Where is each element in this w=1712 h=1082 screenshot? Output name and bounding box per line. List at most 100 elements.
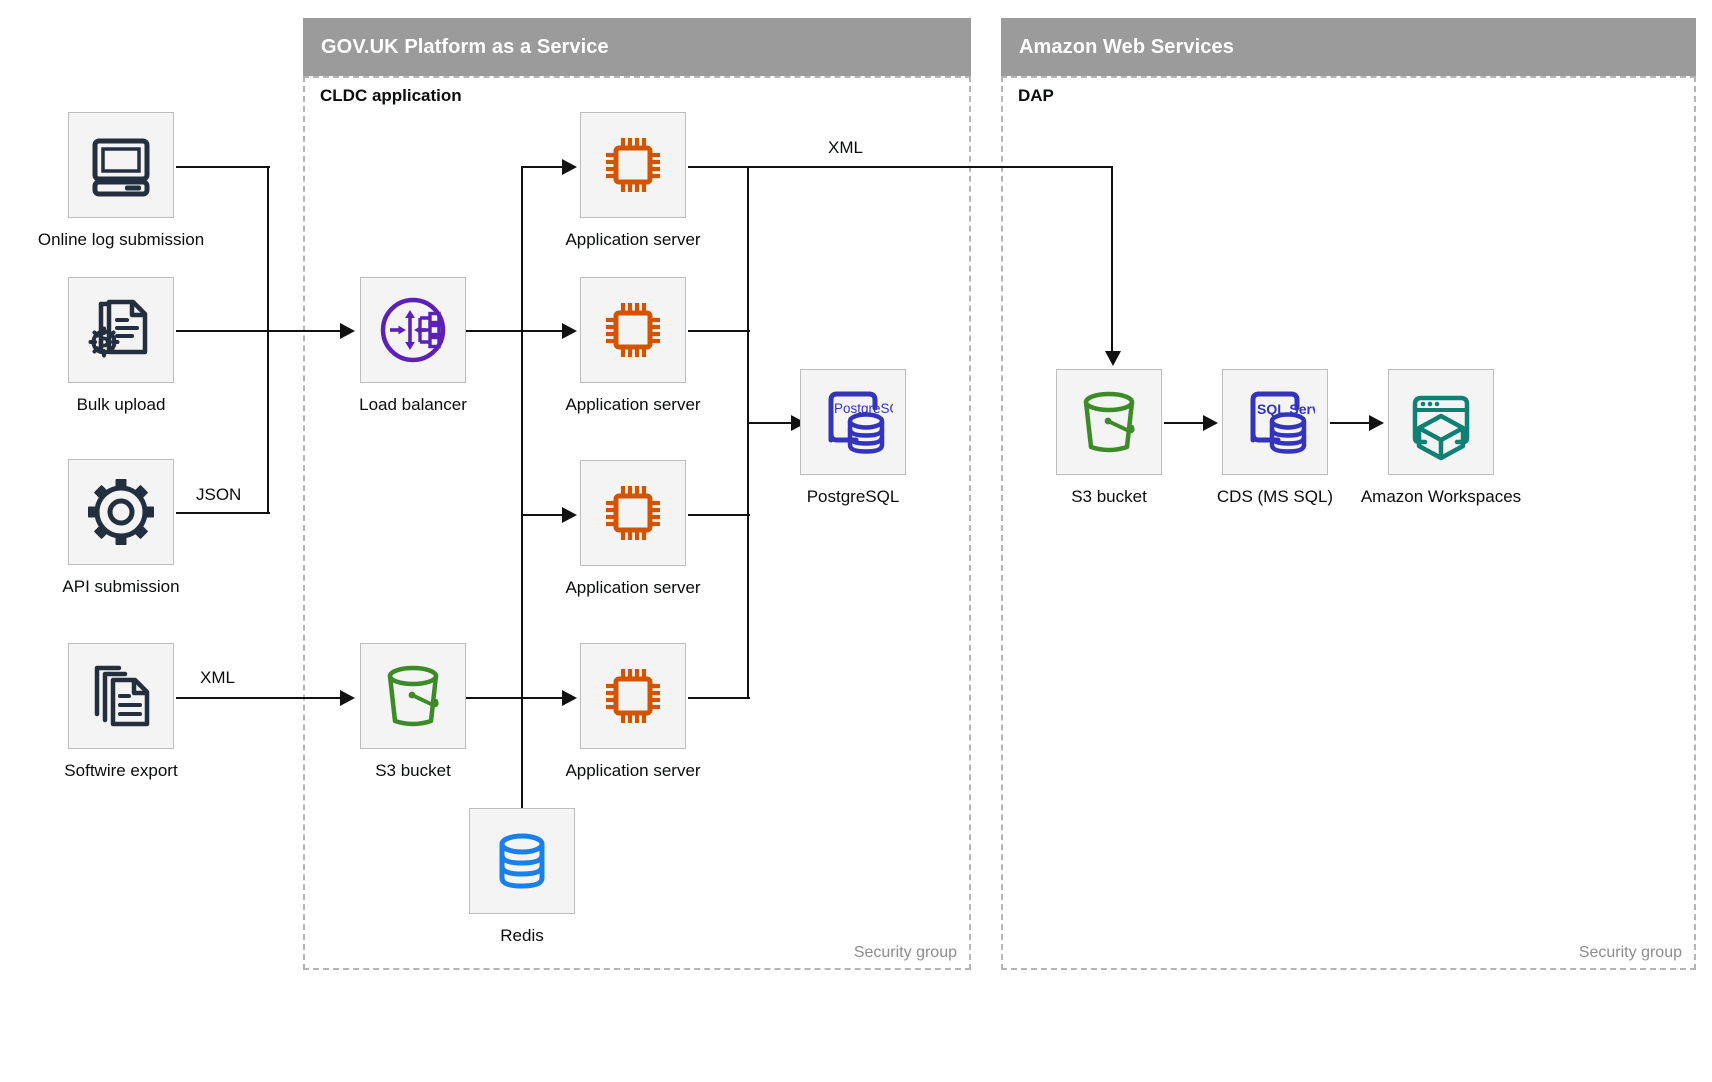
tile-application-server-4 xyxy=(580,643,686,749)
security-group-label-aws: Security group xyxy=(1578,944,1682,961)
caption-cds-ms-sql: CDS (MS SQL) xyxy=(1216,487,1334,506)
arrowhead-appserver-1 xyxy=(562,159,577,175)
s3-bucket-icon xyxy=(1083,391,1135,453)
postgresql-badge-text: PostgreSQL xyxy=(834,401,893,416)
tile-paas-s3-bucket xyxy=(360,643,466,749)
connector-cds-to-workspaces xyxy=(1330,422,1370,424)
node-paas-s3-bucket[interactable]: S3 bucket xyxy=(360,643,466,780)
connector-bus-to-postgresql xyxy=(748,422,794,424)
cpu-chip-icon xyxy=(606,669,660,723)
connector-aws-s3-to-cds xyxy=(1164,422,1204,424)
arrowhead-workspaces xyxy=(1369,415,1384,431)
caption-amazon-workspaces: Amazon Workspaces xyxy=(1360,487,1522,506)
arrowhead-cds xyxy=(1203,415,1218,431)
connector-online-log-to-bus xyxy=(176,166,270,168)
tile-load-balancer xyxy=(360,277,466,383)
node-softwire-export[interactable]: Softwire export xyxy=(64,643,178,780)
sql-server-badge-text: SQL Server xyxy=(1257,401,1315,417)
tile-aws-s3-bucket xyxy=(1056,369,1162,475)
node-redis[interactable]: Redis xyxy=(469,808,575,945)
node-bulk-upload[interactable]: Bulk upload xyxy=(68,277,174,414)
connector-redis-to-bus xyxy=(521,697,523,809)
arrowhead-appserver-4 xyxy=(562,690,577,706)
s3-bucket-icon xyxy=(387,665,439,727)
node-aws-s3-bucket[interactable]: S3 bucket xyxy=(1056,369,1162,506)
subgroup-title-dap: DAP xyxy=(1018,86,1054,105)
caption-application-server-4: Application server xyxy=(565,761,701,780)
arrowhead-appserver-3 xyxy=(562,507,577,523)
security-group-label-paas: Security group xyxy=(853,944,957,961)
connector-bus-to-appserver-1 xyxy=(522,166,562,168)
amazon-workspaces-icon xyxy=(1412,395,1470,461)
node-load-balancer[interactable]: Load balancer xyxy=(359,277,467,414)
connector-appserver-4-out xyxy=(688,697,750,699)
caption-online-log-submission: Online log submission xyxy=(37,230,205,249)
connector-postgres-collector-bus xyxy=(747,166,749,699)
redis-database-icon xyxy=(499,833,545,889)
tile-api-submission xyxy=(68,459,174,565)
connector-appserver-3-out xyxy=(688,514,750,516)
gear-icon xyxy=(88,479,154,545)
caption-application-server-1: Application server xyxy=(565,230,701,249)
connector-xml-down-to-aws-s3 xyxy=(1111,166,1113,353)
edge-label-softwire-xml: XML xyxy=(200,668,235,687)
tile-application-server-2 xyxy=(580,277,686,383)
connector-softwire-to-s3 xyxy=(176,697,342,699)
tile-softwire-export xyxy=(68,643,174,749)
group-band-paas: GOV.UK Platform as a Service xyxy=(303,18,971,76)
connector-appserver-distribution-bus xyxy=(521,166,523,800)
caption-aws-s3-bucket: S3 bucket xyxy=(1071,487,1147,506)
cpu-chip-icon xyxy=(606,138,660,192)
postgresql-database-icon: PostgreSQL xyxy=(828,391,893,454)
node-api-submission[interactable]: API submission xyxy=(62,459,180,596)
cpu-chip-icon xyxy=(606,486,660,540)
group-band-aws: Amazon Web Services xyxy=(1001,18,1696,76)
document-stack-icon xyxy=(94,665,150,727)
desktop-computer-icon xyxy=(92,138,150,197)
caption-api-submission: API submission xyxy=(62,577,180,596)
node-cds-ms-sql[interactable]: SQL Server CDS (MS SQL) xyxy=(1217,369,1333,506)
cpu-chip-icon xyxy=(606,303,660,357)
node-online-log-submission[interactable]: Online log submission xyxy=(38,112,204,249)
arrowhead-paas-s3 xyxy=(340,690,355,706)
edge-label-appserver-xml: XML xyxy=(828,138,863,157)
caption-application-server-2: Application server xyxy=(565,395,701,414)
caption-paas-s3-bucket: S3 bucket xyxy=(375,761,451,780)
sql-server-database-icon: SQL Server xyxy=(1250,391,1315,454)
node-application-server-4[interactable]: Application server xyxy=(565,643,701,780)
security-group-aws: Security group xyxy=(1001,76,1696,970)
connector-left-bus xyxy=(267,166,269,514)
caption-bulk-upload: Bulk upload xyxy=(76,395,166,414)
arrowhead-appserver-2 xyxy=(562,323,577,339)
tile-redis xyxy=(469,808,575,914)
node-application-server-1[interactable]: Application server xyxy=(565,112,701,249)
connector-xml-to-aws xyxy=(688,166,1113,168)
tile-cds-ms-sql: SQL Server xyxy=(1222,369,1328,475)
connector-api-to-bus xyxy=(176,512,270,514)
connector-bus-to-appserver-3 xyxy=(522,514,562,516)
caption-softwire-export: Softwire export xyxy=(64,761,178,780)
node-amazon-workspaces[interactable]: Amazon Workspaces xyxy=(1361,369,1521,506)
node-application-server-3[interactable]: Application server xyxy=(565,460,701,597)
edge-label-json: JSON xyxy=(196,485,242,504)
tile-online-log-submission xyxy=(68,112,174,218)
tile-amazon-workspaces xyxy=(1388,369,1494,475)
connector-appserver-2-out xyxy=(688,330,750,332)
subgroup-title-cldc: CLDC application xyxy=(320,86,462,105)
security-group-paas: Security group xyxy=(303,76,971,970)
tile-application-server-1 xyxy=(580,112,686,218)
connector-loadbalancer-to-bus xyxy=(466,330,524,332)
connector-bulk-to-loadbalancer xyxy=(176,330,342,332)
caption-postgresql: PostgreSQL xyxy=(806,487,900,506)
arrowhead-aws-s3 xyxy=(1105,351,1121,366)
arrowhead-to-loadbalancer xyxy=(340,323,355,339)
caption-load-balancer: Load balancer xyxy=(359,395,467,414)
caption-application-server-3: Application server xyxy=(565,578,701,597)
group-title-paas: GOV.UK Platform as a Service xyxy=(321,35,609,58)
node-postgresql[interactable]: PostgreSQL PostgreSQL xyxy=(800,369,906,506)
documents-gear-icon xyxy=(88,299,148,358)
tile-bulk-upload xyxy=(68,277,174,383)
node-application-server-2[interactable]: Application server xyxy=(565,277,701,414)
tile-postgresql: PostgreSQL xyxy=(800,369,906,475)
